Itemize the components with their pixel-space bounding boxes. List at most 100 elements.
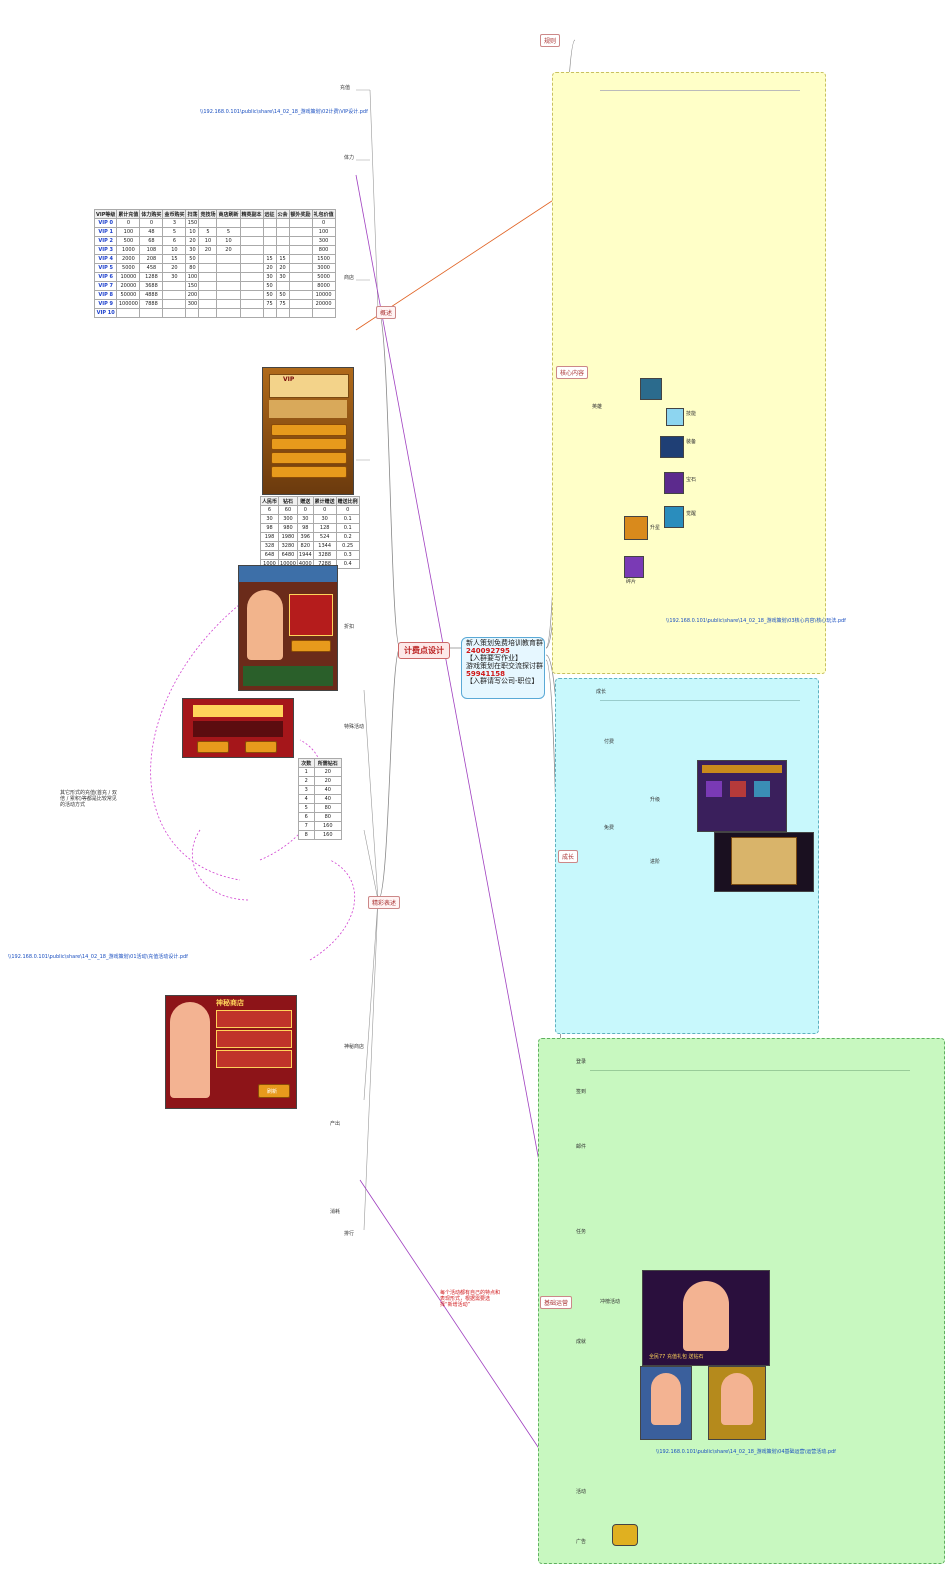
table-header-cell: 赠送比例: [335, 496, 360, 506]
basic-note-link[interactable]: \\192.168.0.101\public\share\14_02_18_游戏…: [656, 1449, 836, 1455]
table-cell: VIP 3: [93, 245, 118, 255]
table-cell: [185, 308, 200, 318]
awaken-icon: [664, 506, 684, 528]
table-cell: [288, 245, 313, 255]
table-cell: 30: [296, 514, 314, 524]
table-cell: [198, 272, 218, 282]
label-stars: 升星: [650, 525, 661, 531]
table-cell: 0: [311, 218, 336, 228]
achievement-icon: [612, 1524, 638, 1546]
table-cell: 0.4: [335, 559, 360, 569]
fragments-icon: [624, 556, 644, 578]
core-note-link[interactable]: \\192.168.0.101\public\share\14_02_18_游戏…: [666, 618, 846, 624]
table-header-cell: 累计赠送: [312, 496, 337, 506]
table-cell: 150: [185, 281, 200, 291]
main-topic[interactable]: 计费点设计: [398, 642, 450, 659]
label-rank-event: 冲榜活动: [600, 1299, 621, 1305]
table-cell: [216, 290, 241, 300]
table-cell: 300: [311, 236, 336, 246]
table-cell: [162, 290, 187, 300]
table-cell: 300: [278, 514, 298, 524]
mystery-refresh-button[interactable]: 刷新: [258, 1084, 290, 1098]
table-cell: 68: [139, 236, 164, 246]
table-cell: VIP 9: [93, 299, 118, 309]
table-cell: [198, 254, 218, 264]
banner-text: 全民77 充值礼包 送钻石: [649, 1354, 704, 1360]
topic-activity[interactable]: 精彩表述: [368, 896, 401, 909]
table-cell: [275, 308, 290, 318]
label-awaken: 觉醒: [686, 511, 697, 517]
table-cell: 300: [185, 299, 200, 309]
url-link-1[interactable]: \\192.168.0.101\public\share\14_02_18_游戏…: [8, 954, 188, 960]
table-cell: 60: [278, 505, 298, 515]
table-cell: [239, 254, 264, 264]
table-cell: 10000: [116, 272, 141, 282]
table-cell: [198, 281, 218, 291]
table-cell: [239, 272, 264, 282]
topic-basic[interactable]: 基础运营: [540, 1296, 573, 1309]
table-cell: [139, 308, 164, 318]
table-cell: VIP 0: [93, 218, 118, 228]
topic-growth[interactable]: 成长: [558, 850, 579, 863]
table-cell: [216, 263, 241, 273]
table-cell: 30: [275, 272, 290, 282]
table-cell: 20: [185, 236, 200, 246]
table-cell: 40: [313, 794, 343, 804]
table-cell: [262, 236, 277, 246]
topic-rule[interactable]: 规则: [540, 34, 561, 47]
mystery-shop-screenshot: 神秘商店 刷新: [165, 995, 297, 1109]
table-cell: 40: [313, 785, 343, 795]
equip-icon: [660, 436, 684, 458]
table-cell: [239, 227, 264, 237]
table-cell: 0.2: [335, 532, 360, 542]
topic-core[interactable]: 核心内容: [556, 366, 589, 379]
label-equip: 装备: [686, 439, 697, 445]
table-cell: [288, 281, 313, 291]
table-cell: [239, 263, 264, 273]
table-header-cell: 赠送: [296, 496, 314, 506]
table-cell: VIP 4: [93, 254, 118, 264]
topic-vip[interactable]: 概述: [376, 306, 397, 319]
table-cell: 50: [275, 290, 290, 300]
table-cell: [288, 263, 313, 273]
table-cell: 15: [275, 254, 290, 264]
table-header-cell: 人民币: [259, 496, 280, 506]
table-cell: 0.1: [335, 514, 360, 524]
label-gem: 宝石: [686, 477, 697, 483]
table-cell: 98: [296, 523, 314, 533]
table-cell: [216, 299, 241, 309]
table-cell: 6: [298, 812, 315, 822]
table-cell: 3: [298, 785, 315, 795]
label-pay: 付费: [604, 739, 615, 745]
table-cell: [116, 308, 141, 318]
table-cell: 0: [296, 505, 314, 515]
table-cell: [288, 218, 313, 228]
label-login: 登录: [576, 1059, 587, 1065]
table-cell: 98: [259, 523, 280, 533]
table-cell: [275, 227, 290, 237]
label-free: 免费: [604, 825, 615, 831]
table-cell: 50: [262, 290, 277, 300]
table-cell: 10: [216, 236, 241, 246]
root-node[interactable]: 新人策划免费培训教育群 240092795 【入群要写作业】 游戏策划在职交流探…: [461, 637, 545, 699]
table-cell: 0: [139, 218, 164, 228]
table-cell: 1344: [312, 541, 337, 551]
url-link-2[interactable]: \\192.168.0.101\public\share\14_02_18_游戏…: [200, 109, 368, 115]
table-cell: 100: [116, 227, 141, 237]
table-cell: [239, 290, 264, 300]
table-cell: [262, 245, 277, 255]
table-cell: 20: [162, 263, 187, 273]
note-left: 其它形式的充值(首充 / 双倍 / 累积)等都是比较常见的活动方式: [60, 790, 117, 808]
table-cell: 1980: [278, 532, 298, 542]
table-cell: [275, 218, 290, 228]
root-line4: 游戏策划在职交流探讨群: [466, 662, 543, 671]
